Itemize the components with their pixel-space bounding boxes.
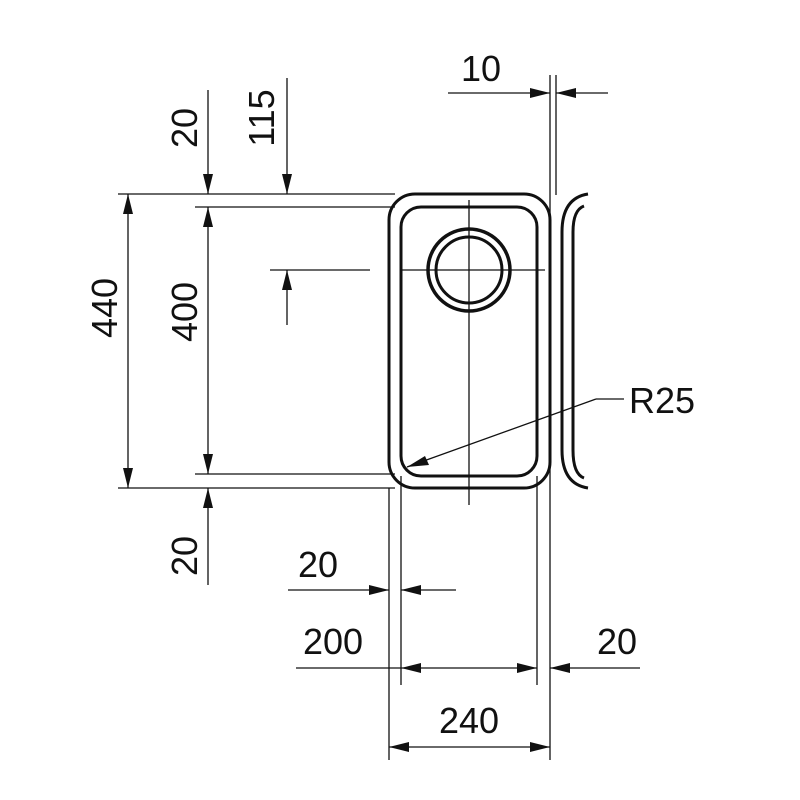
dim-label-240: 240 (439, 700, 499, 741)
sink-bowl (387, 192, 589, 490)
dim-label-10: 10 (461, 48, 501, 89)
dimension-drain-offset: 115 (241, 78, 292, 325)
dimension-outer-height: 440 (84, 194, 133, 488)
dim-label-r25: R25 (629, 380, 695, 421)
extension-lines-vertical (388, 75, 557, 760)
dimension-bottom-offset: 20 (164, 488, 213, 585)
dimension-wall-left: 20 (288, 544, 456, 595)
adjacent-edge-inner (571, 204, 585, 480)
extension-lines-horizontal (118, 193, 395, 489)
dim-label-440: 440 (84, 278, 125, 338)
corner-radius-callout: R25 (406, 380, 695, 468)
dim-label-400: 400 (164, 282, 205, 342)
adjacent-edge-outer (560, 192, 589, 490)
dim-label-20-wall-left: 20 (298, 544, 338, 585)
dim-label-20-wall-right: 20 (597, 621, 637, 662)
dim-label-20-top: 20 (164, 108, 205, 148)
dimension-inner-height: 400 (164, 207, 213, 474)
dim-label-200: 200 (303, 621, 363, 662)
dimension-outer-width: 240 (389, 700, 550, 752)
dimension-inner-width: 200 (296, 621, 537, 673)
dimension-gap-top: 10 (448, 48, 608, 98)
dimension-top-offset: 20 (164, 90, 213, 194)
dimension-wall-right: 20 (550, 621, 640, 673)
dim-label-115: 115 (241, 89, 282, 146)
dim-label-20-bottom: 20 (164, 536, 205, 576)
